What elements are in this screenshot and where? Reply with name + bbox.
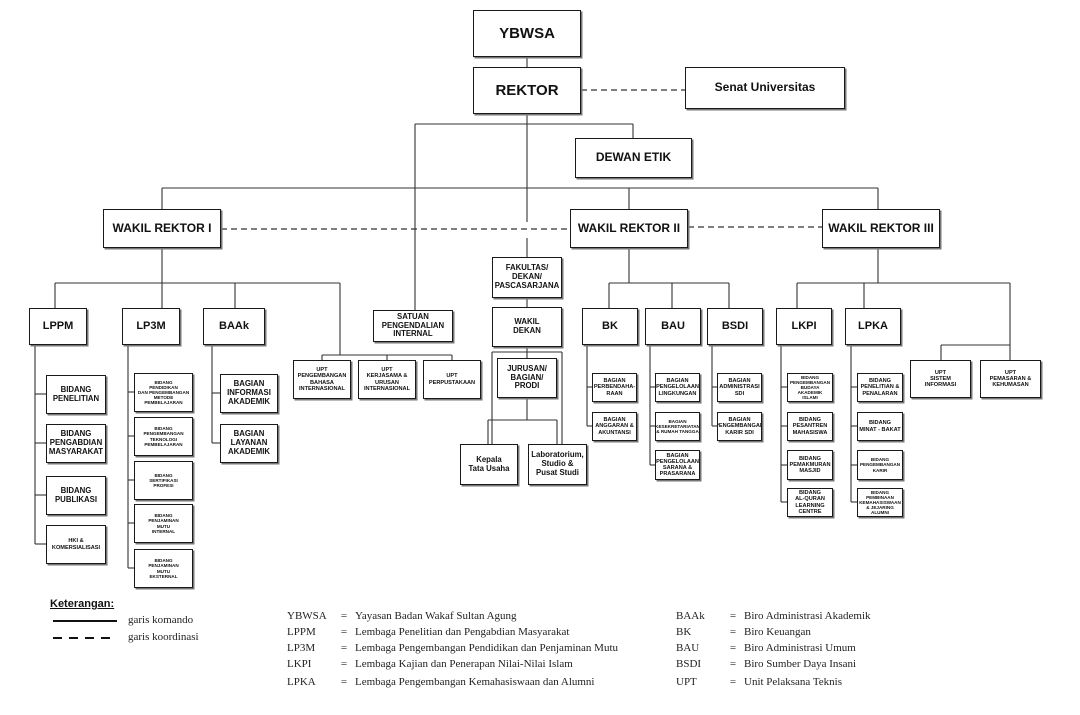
lppm-bidang-pengabdian: BIDANG PENGABDIAN MASYARAKAT	[46, 424, 106, 463]
lkpi-bidang-pesantren: BIDANG PESANTREN MAHASISWA	[787, 412, 833, 441]
lpka-bidang-kemahasiswaan: BIDANG PEMBINAAN KEMAHASISWAAN & JEJARIN…	[857, 488, 903, 517]
abbr-row: LKPI = Lembaga Kajian dan Penerapan Nilai-…	[287, 656, 573, 672]
abbr-key: LPKA	[287, 676, 316, 688]
baak-bagian-layanan: BAGIAN LAYANAN AKADEMIK	[220, 424, 278, 463]
abbr-row: YBWSA = Yayasan Badan Wakaf Sultan Agung	[287, 608, 517, 624]
abbr-equals: =	[729, 658, 737, 670]
upt-sistem-informasi-box: UPT SISTEM INFORMASI	[910, 360, 971, 398]
senat-universitas-box: Senat Universitas	[685, 67, 845, 109]
abbr-key: LP3M	[287, 642, 316, 654]
upt-perpustakaan-box: UPT PERPUSTAKAAN	[423, 360, 481, 399]
abbr-key: LPPM	[287, 626, 316, 638]
bsdi-bagian-administrasi: BAGIAN ADMINISTRASI SDI	[717, 373, 762, 402]
lp3m-bidang-teknologi: BIDANG PENGEMBANGAN TEKNOLOGI PEMBELAJAR…	[134, 417, 193, 456]
abbr-key: BSDI	[676, 658, 702, 670]
abbr-equals: =	[729, 610, 737, 622]
bk-box: BK	[582, 308, 638, 345]
abbr-value: Yayasan Badan Wakaf Sultan Agung	[355, 610, 517, 622]
baak-box: BAAk	[203, 308, 265, 345]
abbr-equals: =	[729, 626, 737, 638]
abbr-row: BK = Biro Keuangan	[676, 624, 811, 640]
abbr-row: UPT = Unit Pelaksana Teknis	[676, 674, 842, 690]
wakil-dekan-box: WAKIL DEKAN	[492, 307, 562, 347]
bau-bagian-lingkungan: BAGIAN PENGELOLAAN LINGKUNGAN	[655, 373, 700, 402]
abbr-equals: =	[729, 676, 737, 688]
abbr-value: Biro Administrasi Umum	[744, 642, 856, 654]
abbr-equals: =	[340, 676, 348, 688]
satuan-pengendalian-internal-box: SATUAN PENGENDALIAN INTERNAL	[373, 310, 453, 342]
abbr-row: LP3M = Lembaga Pengembangan Pendidikan dan…	[287, 640, 618, 656]
jurusan-box: JURUSAN/ BAGIAN/ PRODI	[497, 358, 557, 398]
bau-bagian-sarana: BAGIAN PENGELOLAAN SARANA & PRASARANA	[655, 450, 700, 480]
dewan-etik-box: DEWAN ETIK	[575, 138, 692, 178]
abbr-equals: =	[340, 626, 348, 638]
bsdi-bagian-karir: BAGIAN PENGEMBANGAN KARIR SDI	[717, 412, 762, 441]
lkpi-box: LKPI	[776, 308, 832, 345]
upt-pemasaran-box: UPT PEMASARAN & KEHUMASAN	[980, 360, 1041, 398]
lkpi-bidang-masjid: BIDANG PEMAKMURAN MASJID	[787, 450, 833, 480]
legend-komando-label: garis komando	[128, 614, 194, 626]
lppm-box: LPPM	[29, 308, 87, 345]
abbr-value: Unit Pelaksana Teknis	[744, 676, 843, 688]
ybwsa-box: YBWSA	[473, 10, 581, 57]
lppm-hki: HKI & KOMERSIALISASI	[46, 525, 106, 564]
lpka-box: LPKA	[845, 308, 901, 345]
abbr-key: BAU	[676, 642, 700, 654]
bk-bagian-anggaran: BAGIAN ANGGARAN & AKUNTANSI	[592, 412, 637, 441]
lp3m-bidang-pendidikan: BIDANG PENDIDIKAN DAN PENGEMBANGAN METOD…	[134, 373, 193, 412]
abbr-value: Biro Administrasi Akademik	[744, 610, 871, 622]
bk-bagian-perbendaharaan: BAGIAN PERBENDAHA- RAAN	[592, 373, 637, 402]
abbr-value: Lembaga Kajian dan Penerapan Nilai-Nilai…	[355, 658, 573, 670]
lpka-bidang-minat-bakat: BIDANG MINAT - BAKAT	[857, 412, 903, 441]
lp3m-bidang-mutu-eksternal: BIDANG PENJAMINAN MUTU EKSTERNAL	[134, 549, 193, 588]
baak-bagian-informasi: BAGIAN INFORMASI AKADEMIK	[220, 374, 278, 413]
abbr-row: LPKA = Lembaga Pengembangan Kemahasiswaan …	[287, 674, 595, 690]
wakil-rektor-3-box: WAKIL REKTOR III	[822, 209, 940, 248]
abbr-key: BAAk	[676, 610, 705, 622]
upt-bahasa-box: UPT PENGEMBANGAN BAHASA INTERNASIONAL	[293, 360, 351, 399]
bau-box: BAU	[645, 308, 701, 345]
abbr-row: BAU = Biro Administrasi Umum	[676, 640, 856, 656]
abbr-equals: =	[340, 610, 348, 622]
rektor-box: REKTOR	[473, 67, 581, 114]
legend-title: Keterangan:	[50, 598, 115, 610]
lp3m-bidang-sertifikasi: BIDANG SERTIFIKASI PROFESI	[134, 461, 193, 500]
lp3m-box: LP3M	[122, 308, 180, 345]
abbr-value: Biro Keuangan	[744, 626, 811, 638]
abbr-key: YBWSA	[287, 610, 327, 622]
abbr-equals: =	[729, 642, 737, 654]
abbr-row: LPPM = Lembaga Penelitian dan Pengabdian M…	[287, 624, 569, 640]
laboratorium-box: Laboratorium, Studio & Pusat Studi	[528, 444, 587, 485]
upt-kerjasama-box: UPT KERJASAMA & URUSAN INTERNASIONAL	[358, 360, 416, 399]
abbr-row: BSDI = Biro Sumber Daya Insani	[676, 656, 856, 672]
bau-bagian-kesekretariatan: BAGIAN KESEKRETARIATAN & RUMAH TANGGA	[655, 412, 700, 441]
abbr-row: BAAk = Biro Administrasi Akademik	[676, 608, 871, 624]
bsdi-box: BSDI	[707, 308, 763, 345]
lpka-bidang-karir: BIDANG PENGEMBANGAN KARIR	[857, 450, 903, 480]
lppm-bidang-publikasi: BIDANG PUBLIKASI	[46, 476, 106, 515]
lkpi-bidang-alquran: BIDANG AL-QURAN LEARNING CENTRE	[787, 488, 833, 517]
abbr-equals: =	[340, 642, 348, 654]
abbr-key: UPT	[676, 676, 697, 688]
abbr-key: LKPI	[287, 658, 312, 670]
abbr-key: BK	[676, 626, 692, 638]
abbr-equals: =	[340, 658, 348, 670]
abbr-value: Lembaga Pengembangan Kemahasiswaan dan A…	[355, 676, 595, 688]
legend-koordinasi-label: garis koordinasi	[128, 631, 199, 643]
lppm-bidang-penelitian: BIDANG PENELITIAN	[46, 375, 106, 414]
kepala-tata-usaha-box: Kepala Tata Usaha	[460, 444, 518, 485]
lkpi-bidang-budaya: BIDANG PENGEMBANGAN BUDAYA AKADEMIK ISLA…	[787, 373, 833, 402]
abbr-value: Biro Sumber Daya Insani	[744, 658, 857, 670]
fakultas-box: FAKULTAS/ DEKAN/ PASCASARJANA	[492, 257, 562, 298]
abbr-value: Lembaga Penelitian dan Pengabdian Masyar…	[355, 626, 570, 638]
lp3m-bidang-mutu-internal: BIDANG PENJAMINAN MUTU INTERNAL	[134, 504, 193, 543]
abbr-value: Lembaga Pengembangan Pendidikan dan Penj…	[355, 642, 619, 654]
lpka-bidang-penelitian: BIDANG PENELITIAN & PENALARAN	[857, 373, 903, 402]
wakil-rektor-2-box: WAKIL REKTOR II	[570, 209, 688, 248]
wakil-rektor-1-box: WAKIL REKTOR I	[103, 209, 221, 248]
